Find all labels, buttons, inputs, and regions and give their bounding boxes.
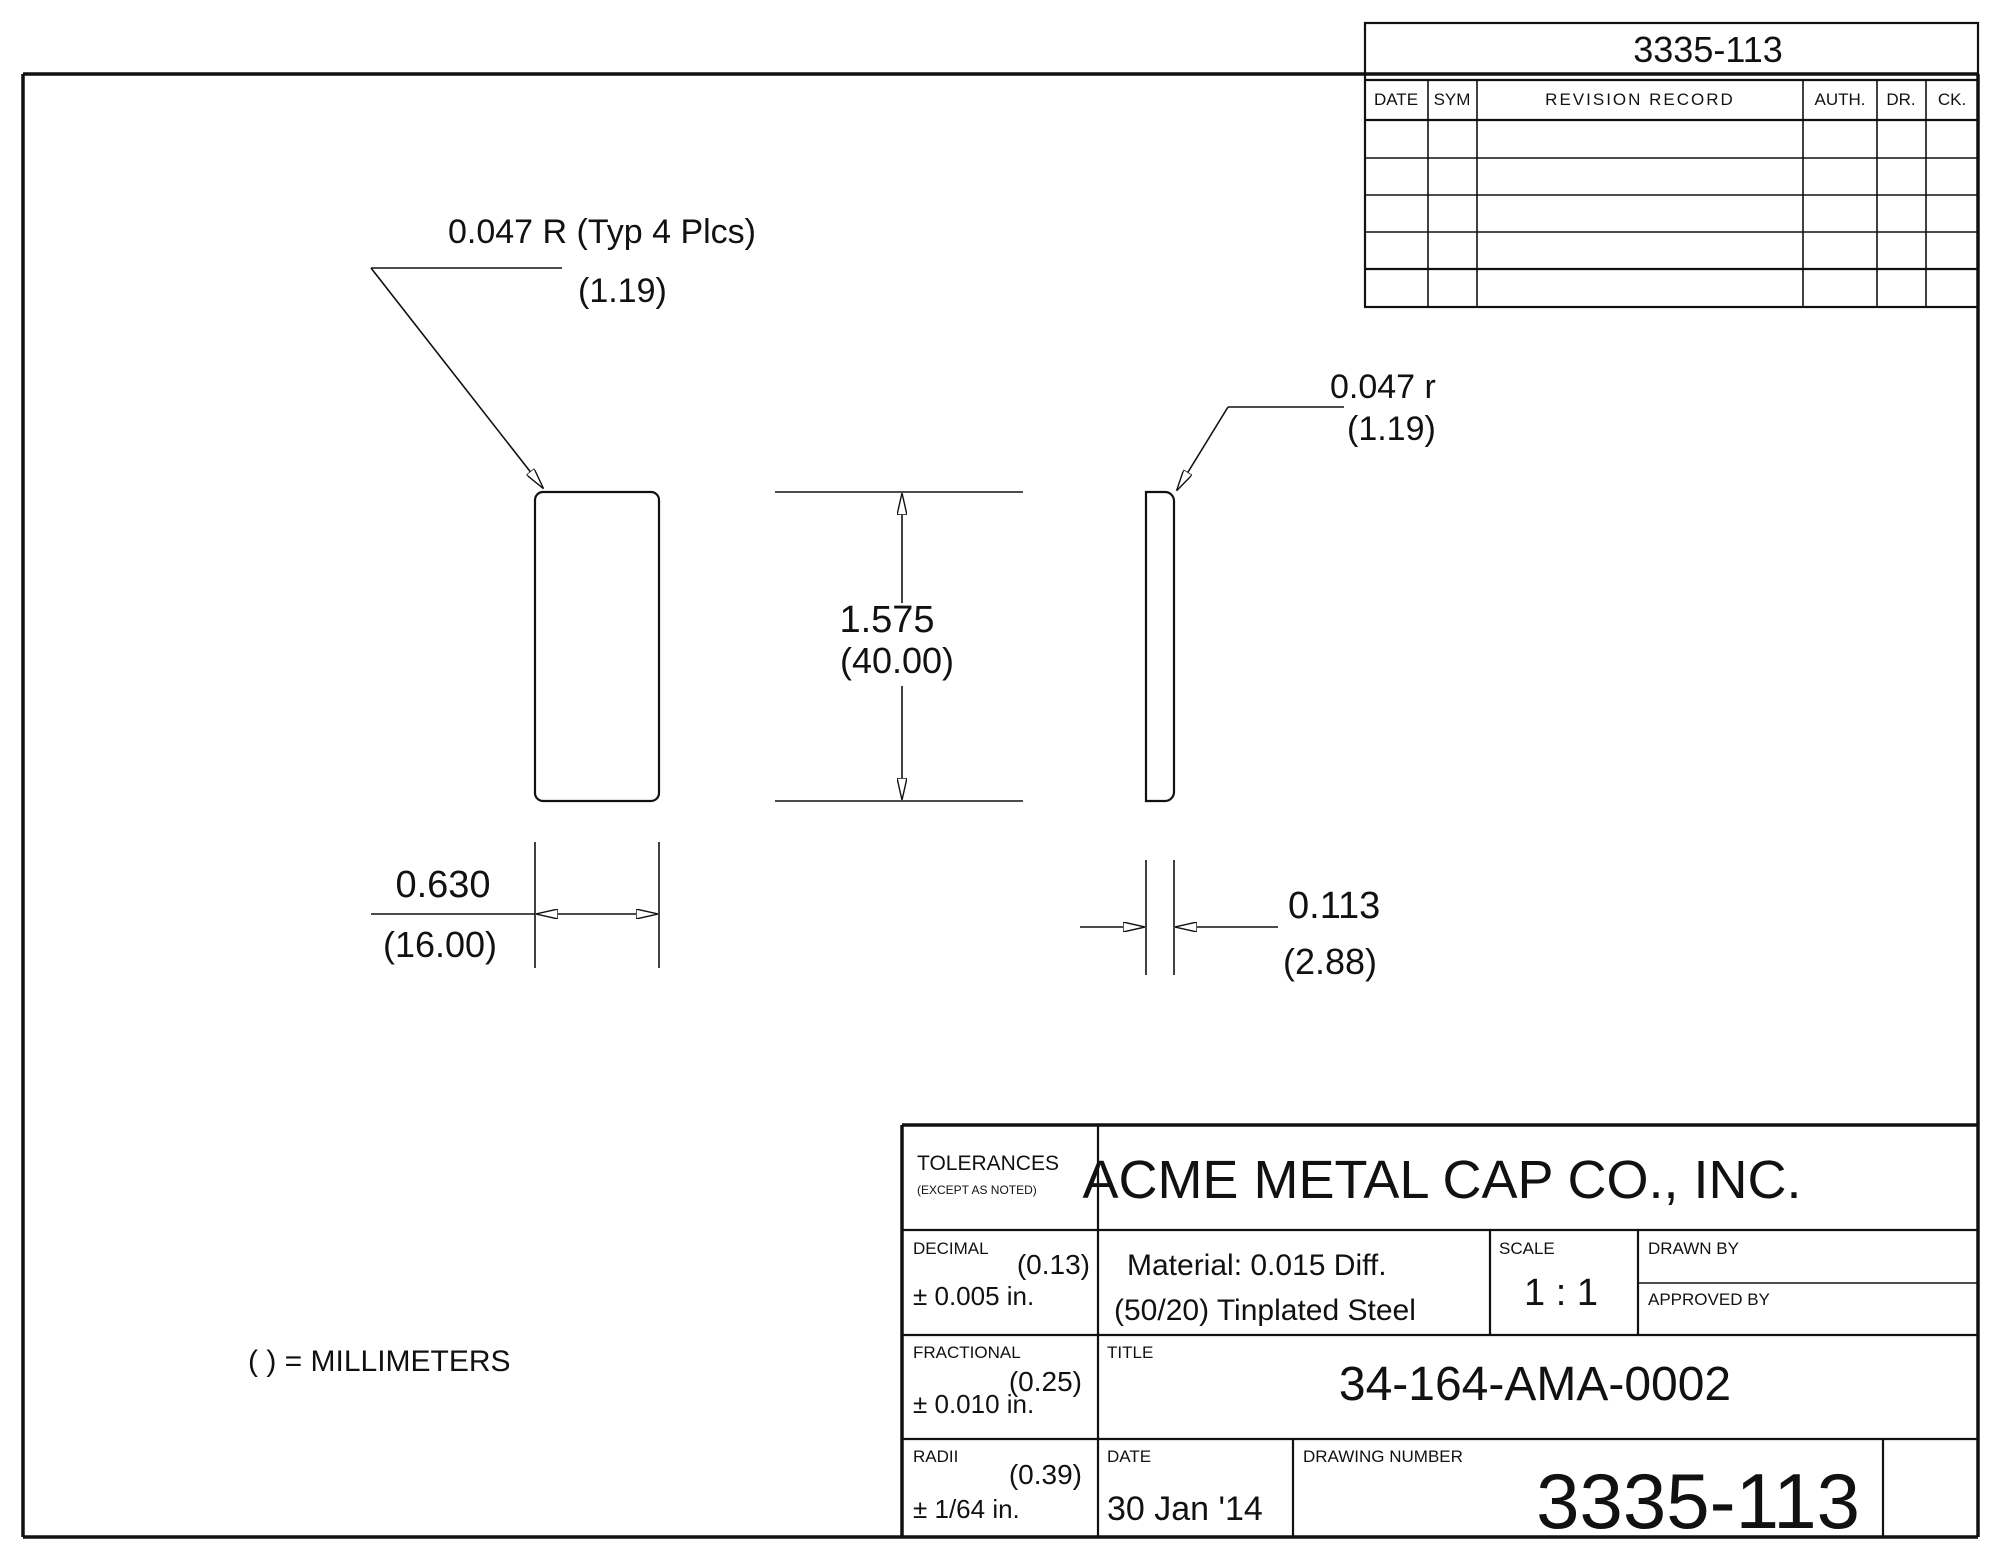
drawing-border (21, 72, 1980, 1539)
except-label: (EXCEPT AS NOTED) (917, 1183, 1037, 1197)
edge-radius-mm: (1.19) (1347, 410, 1436, 448)
drawing-number-label: DRAWING NUMBER (1303, 1447, 1463, 1466)
material-line1: Material: 0.015 Diff. (1127, 1249, 1387, 1282)
decimal-mm: (0.13) (1017, 1249, 1090, 1280)
height-mm: (40.00) (840, 640, 954, 681)
decimal-inch: ± 0.005 in. (913, 1281, 1034, 1311)
part-front-view (533, 490, 661, 803)
rev-col-dr: DR. (1886, 90, 1915, 109)
radii-label: RADII (913, 1447, 958, 1466)
width-mm: (16.00) (383, 924, 497, 965)
height-inch: 1.575 (839, 599, 934, 641)
radii-mm: (0.39) (1009, 1459, 1082, 1490)
rev-col-auth: AUTH. (1815, 90, 1866, 109)
tolerances-label: TOLERANCES (917, 1152, 1059, 1175)
scale-value: 1 : 1 (1524, 1272, 1598, 1314)
title-block: TOLERANCES (EXCEPT AS NOTED) ACME METAL … (900, 1123, 1978, 1545)
thickness-inch: 0.113 (1288, 885, 1380, 927)
corner-radius-inch: 0.047 R (Typ 4 Plcs) (448, 213, 756, 251)
height-dimension: 1.575 (40.00) (775, 491, 1023, 802)
decimal-label: DECIMAL (913, 1239, 989, 1258)
edge-radius-inch: 0.047 r (1330, 368, 1436, 406)
scale-label: SCALE (1499, 1239, 1555, 1258)
title-label: TITLE (1107, 1343, 1153, 1362)
revision-block: 3335-113 DATE SYM REVISION RECORD AUTH. … (1363, 21, 1980, 309)
fractional-inch: ± 0.010 in. (913, 1389, 1034, 1419)
rev-col-date: DATE (1374, 90, 1418, 109)
units-note: ( ) = MILLIMETERS (248, 1345, 511, 1378)
rev-col-sym: SYM (1434, 90, 1471, 109)
title-value: 34-164-AMA-0002 (1339, 1358, 1731, 1411)
material-line2: (50/20) Tinplated Steel (1114, 1294, 1416, 1327)
part-side-view (1144, 490, 1176, 803)
date-label: DATE (1107, 1447, 1151, 1466)
approved-by-label: APPROVED BY (1648, 1290, 1770, 1309)
revision-table: DATE SYM REVISION RECORD AUTH. DR. CK. (1365, 80, 1978, 307)
rev-col-ck: CK. (1938, 90, 1966, 109)
header-drawing-number: 3335-113 (1633, 29, 1782, 70)
corner-radius-mm: (1.19) (578, 272, 667, 310)
rev-col-record: REVISION RECORD (1545, 90, 1735, 109)
edge-radius-callout: 0.047 r (1.19) (1177, 368, 1436, 490)
radii-inch: ± 1/64 in. (913, 1494, 1020, 1524)
drawn-by-label: DRAWN BY (1648, 1239, 1739, 1258)
thickness-dimension: 0.113 (2.88) (1080, 860, 1380, 982)
width-dimension: 0.630 (16.00) (371, 842, 660, 968)
fractional-mm: (0.25) (1009, 1366, 1082, 1397)
date-value: 30 Jan '14 (1107, 1490, 1263, 1528)
drawing-number-value: 3335-113 (1536, 1457, 1860, 1545)
company-name: ACME METAL CAP CO., INC. (1082, 1150, 1801, 1210)
corner-radius-callout: 0.047 R (Typ 4 Plcs) (1.19) (370, 213, 756, 488)
width-inch: 0.630 (395, 864, 490, 906)
fractional-label: FRACTIONAL (913, 1343, 1021, 1362)
thickness-mm: (2.88) (1283, 941, 1377, 982)
